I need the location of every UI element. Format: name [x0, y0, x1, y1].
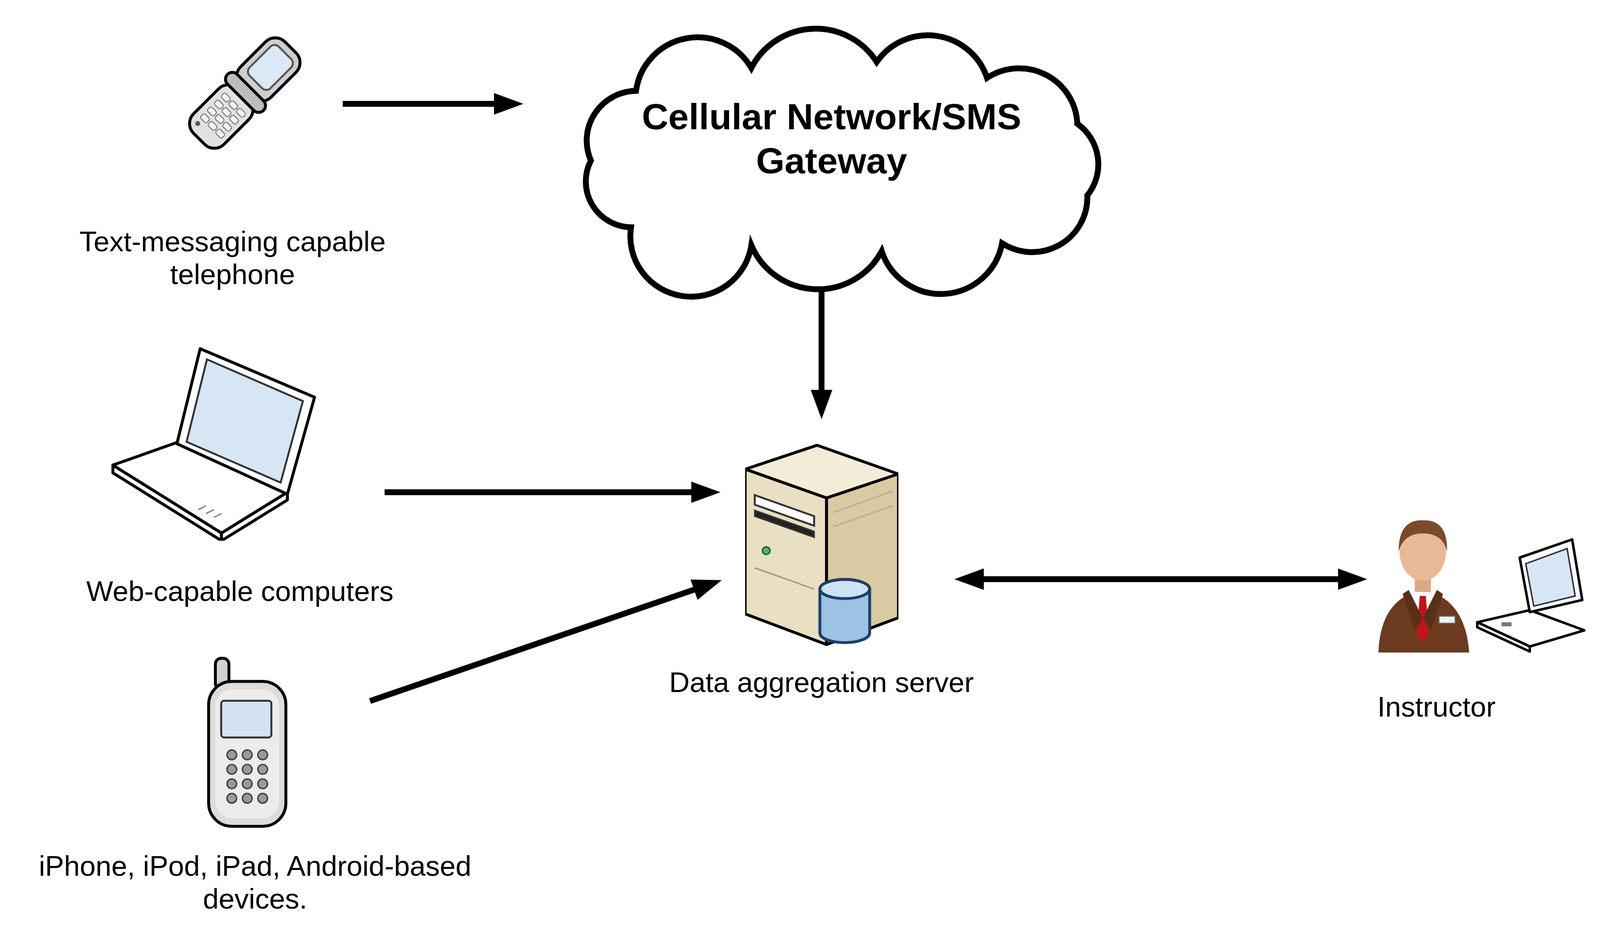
arrow-connector — [384, 489, 704, 495]
node-label: Instructor — [1299, 690, 1574, 724]
node-label: iPhone, iPod, iPad, Android-based device… — [24, 849, 486, 915]
phone-node: Text-messaging capable telephone — [12, 24, 453, 291]
arrow-connector — [370, 585, 706, 701]
server-node: Data aggregation server — [601, 443, 1042, 699]
cloud-node: Cellular Network/SMS Gateway — [530, 46, 1133, 256]
person-icon — [1372, 510, 1587, 654]
mobile-device-node: iPhone, iPod, iPad, Android-based device… — [20, 656, 491, 915]
node-label: Web-capable computers — [29, 574, 451, 608]
node-label: Text-messaging capable telephone — [46, 225, 419, 291]
cloud-label: Cellular Network/SMS Gateway — [596, 94, 1067, 183]
cloud-outline — [585, 28, 1099, 297]
server-icon — [745, 443, 899, 648]
node-label: Data aggregation server — [611, 665, 1033, 699]
cell-icon — [203, 656, 292, 830]
arrow-connector — [342, 100, 507, 107]
arrow-connector — [971, 576, 1351, 583]
flip-icon — [176, 24, 314, 162]
computer-node: Web-capable computers — [19, 346, 461, 608]
instructor-node: Instructor — [1289, 510, 1584, 724]
laptop-icon — [110, 346, 322, 541]
